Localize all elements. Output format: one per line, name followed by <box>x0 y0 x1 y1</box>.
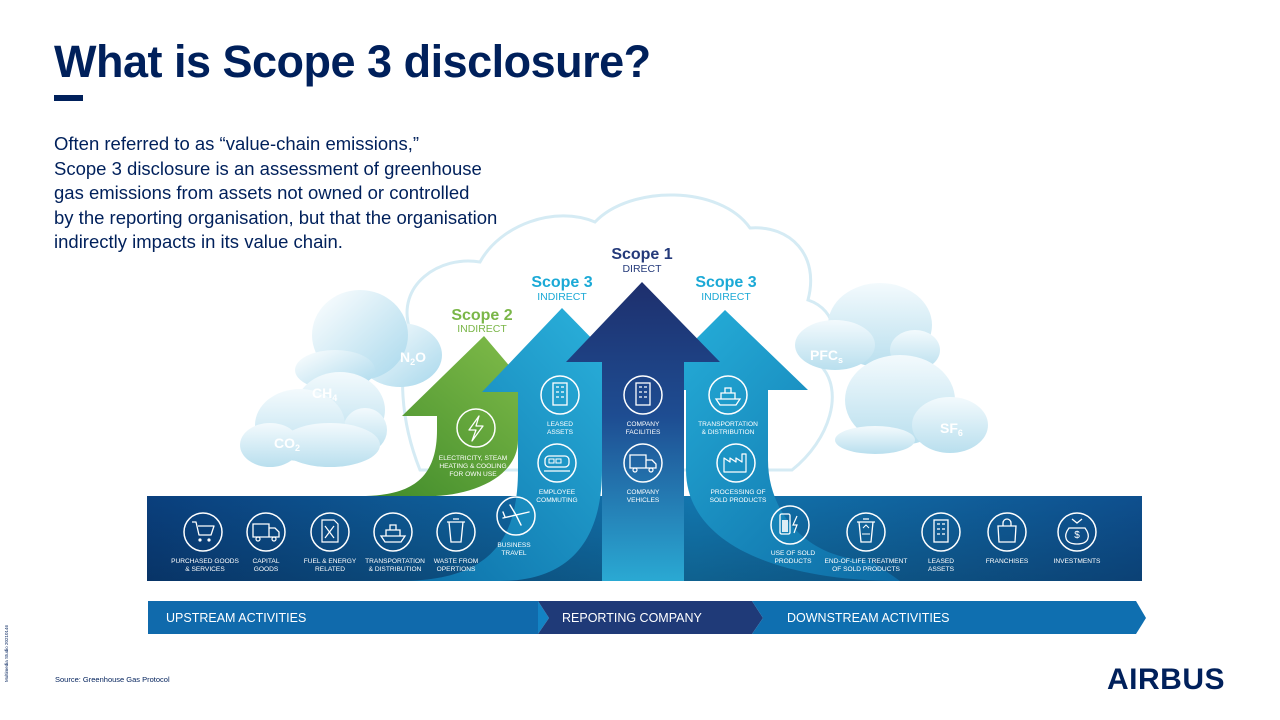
activity-band-downstream <box>752 601 1146 634</box>
gas-co2: CO2 <box>274 435 300 453</box>
label-transport-down: TRANSPORTATION& DISTRIBUTION <box>698 421 758 436</box>
fuel-can-icon <box>310 512 350 552</box>
intro-line: Scope 3 disclosure is an assessment of g… <box>54 157 482 179</box>
airplane-icon <box>496 496 536 536</box>
cloud-sf6 <box>835 355 988 454</box>
label-franchises: FRANCHISES <box>986 558 1029 565</box>
factory-icon <box>716 443 756 483</box>
band-label-reporting: REPORTING COMPANY <box>562 611 702 625</box>
van-icon <box>623 443 663 483</box>
svg-text:$: $ <box>1074 530 1080 541</box>
source-note: Source: Greenhouse Gas Protocol <box>55 675 170 684</box>
intro-line: Often referred to as “value-chain emissi… <box>54 133 420 154</box>
cloud-co2 <box>240 389 380 467</box>
scope3-right-arrow <box>645 310 900 581</box>
scope2-title: Scope 2 <box>451 307 512 324</box>
intro-line: by the reporting organisation, but that … <box>54 206 498 228</box>
scope3-left-subtitle: INDIRECT <box>537 291 587 303</box>
side-credit: Multimedia Studio 20210146 <box>4 624 9 682</box>
band-label-upstream: UPSTREAM ACTIVITIES <box>166 611 306 625</box>
ship-icon <box>373 512 413 552</box>
page-title: What is Scope 3 disclosure? <box>54 36 651 87</box>
scope3-right-subtitle: INDIRECT <box>701 291 751 303</box>
scope1-title: Scope 1 <box>611 246 672 263</box>
scope2-subtitle: INDIRECT <box>457 323 507 335</box>
gas-n2o: N2O <box>400 349 426 367</box>
scope3-left-title: Scope 3 <box>531 274 592 291</box>
scope1-subtitle: DIRECT <box>622 263 662 275</box>
building-icon <box>540 375 580 415</box>
intro-paragraph: Often referred to as “value-chain emissi… <box>54 132 524 255</box>
activity-band-reporting <box>538 601 763 634</box>
outline-cloud <box>401 193 836 472</box>
label-transport-up: TRANSPORTATION& DISTRIBUTION <box>365 558 425 573</box>
scope1-arrow <box>566 282 720 581</box>
gas-ch4: CH4 <box>312 385 337 403</box>
band-label-downstream: DOWNSTREAM ACTIVITIES <box>787 611 950 625</box>
money-bag-icon: $ <box>1057 512 1097 552</box>
shopping-bag-icon <box>987 512 1027 552</box>
gas-pfcs: PFCs <box>810 347 843 365</box>
activity-band-upstream <box>148 601 549 634</box>
trash-bin-icon <box>436 512 476 552</box>
label-purchased-goods: PURCHASED GOODS& SERVICES <box>171 558 239 573</box>
intro-line: gas emissions from assets not owned or c… <box>54 182 470 203</box>
truck-icon <box>246 512 286 552</box>
intro-line: indirectly impacts in its value chain. <box>54 231 343 252</box>
train-icon <box>537 443 577 483</box>
gas-sf6: SF6 <box>940 420 963 438</box>
lightning-icon <box>456 408 496 448</box>
scope3-right-title: Scope 3 <box>695 274 756 291</box>
building-icon <box>921 512 961 552</box>
shopping-cart-icon <box>183 512 223 552</box>
airbus-logo: AIRBUS <box>1107 663 1226 696</box>
label-investments: INVESTMENTS <box>1054 558 1101 565</box>
scope3-left-arrow <box>400 308 644 581</box>
ship-icon <box>708 375 748 415</box>
battery-icon <box>770 505 810 545</box>
cloud-n2o <box>295 290 442 390</box>
factory-building-icon <box>623 375 663 415</box>
recycle-bin-icon <box>846 512 886 552</box>
title-underline <box>54 95 83 101</box>
